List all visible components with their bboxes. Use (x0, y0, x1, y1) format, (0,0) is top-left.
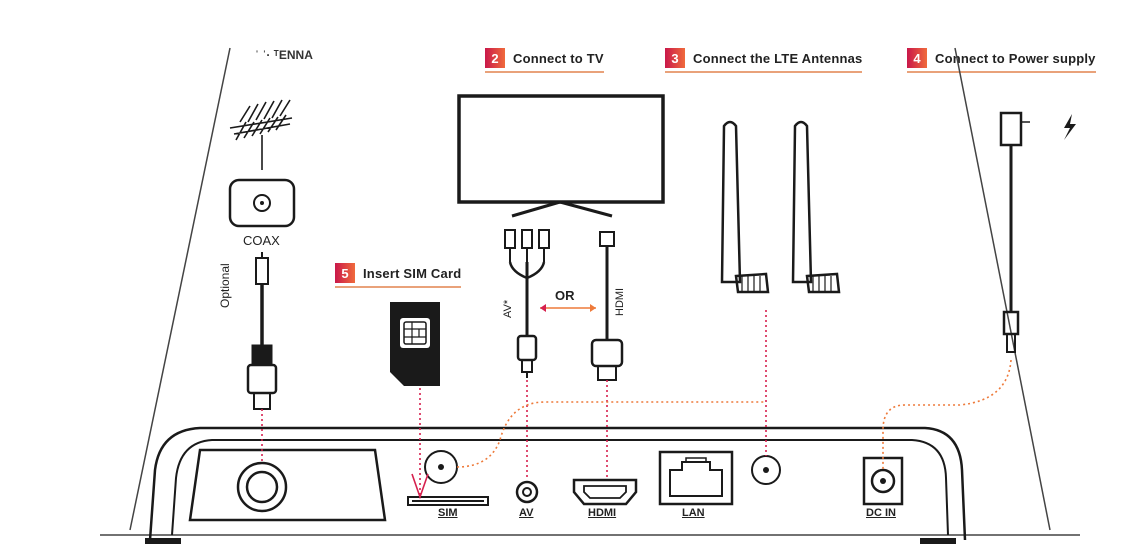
or-label: OR (555, 288, 575, 303)
step-3-header: 3 Connect the LTE Antennas (665, 47, 863, 73)
connection-guides (261, 310, 1012, 500)
step-1-label: ˈ ˈ· ᵀENNA (255, 48, 313, 62)
step-2-header: 2 Connect to TV (485, 47, 604, 73)
sim-card-icon (390, 302, 440, 386)
step-5-label: Insert SIM Card (363, 265, 462, 281)
tv-icon (457, 94, 665, 218)
av-port-label: AV (519, 507, 534, 519)
coax-label: COAX (243, 233, 280, 248)
step-1-header-partial: ˈ ˈ· ᵀENNA (255, 48, 313, 62)
step-5-header: 5 Insert SIM Card (335, 262, 462, 288)
lan-port-label: LAN (682, 507, 705, 519)
coax-port[interactable] (188, 448, 387, 522)
step-2-number: 2 (485, 48, 505, 68)
av-cable-label: AV* (502, 299, 514, 318)
av-cable (504, 229, 550, 378)
lte-antenna-1-icon (720, 120, 770, 294)
lte-port-2[interactable] (751, 455, 781, 485)
or-arrow-icon (540, 304, 596, 312)
device-outline (100, 47, 1080, 536)
step-4-number: 4 (907, 48, 927, 68)
step-3-number: 3 (665, 48, 685, 68)
power-adapter-icon (999, 111, 1030, 353)
hdmi-cable (590, 231, 624, 381)
step-2-label: Connect to TV (513, 50, 604, 66)
sim-slot[interactable] (407, 496, 489, 506)
lan-port[interactable] (658, 450, 734, 506)
hdmi-port-label: HDMI (588, 507, 617, 519)
dc-in-port[interactable] (862, 456, 904, 506)
lte-port-1[interactable] (424, 450, 458, 484)
dc-in-port-label: DC IN (866, 507, 896, 519)
av-port[interactable] (515, 480, 539, 504)
hdmi-cable-label: HDMI (614, 287, 626, 316)
coax-wall-outlet-icon (228, 178, 296, 228)
coax-cable (246, 252, 278, 410)
step-5-number: 5 (335, 263, 355, 283)
lte-antenna-2-icon (791, 120, 841, 294)
roof-antenna-icon (229, 99, 293, 170)
step-4-header: 4 Connect to Power supply (907, 47, 1096, 73)
optional-label: Optional (218, 263, 232, 308)
hdmi-port[interactable] (572, 478, 638, 506)
rear-panel (145, 426, 967, 544)
lightning-bolt-icon (1064, 114, 1076, 140)
step-4-label: Connect to Power supply (935, 50, 1096, 66)
sim-port-label: SIM (438, 507, 458, 519)
step-3-label: Connect the LTE Antennas (693, 50, 863, 66)
